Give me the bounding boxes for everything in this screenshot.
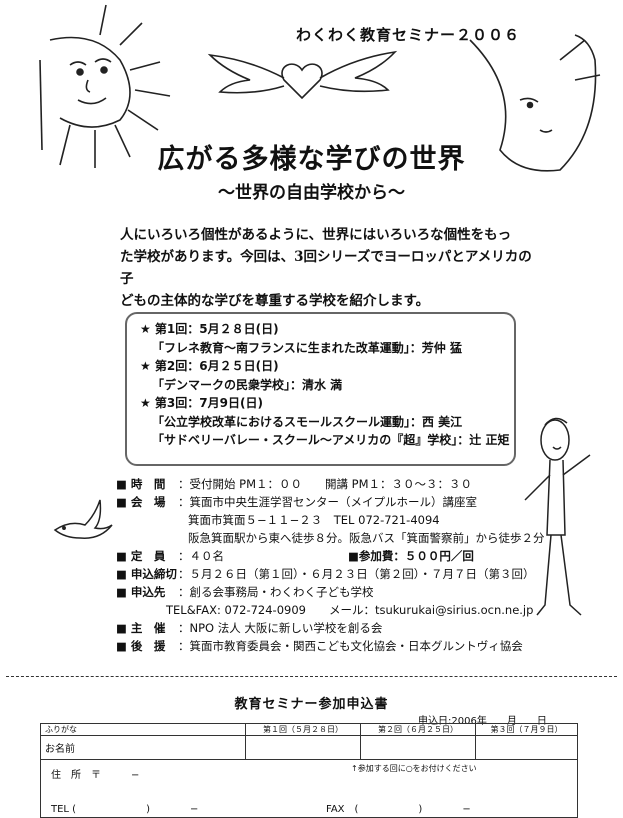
program-box: [125, 312, 516, 466]
address-field[interactable]: 住 所 〒 −: [51, 770, 140, 781]
winged-heart-icon: [207, 50, 398, 100]
session-note: ↑参加する回に○をお付けください: [351, 764, 477, 773]
session-3-check[interactable]: [475, 735, 578, 760]
deadline-label: ■ 申込締切: [116, 567, 177, 581]
apply-label: ■ 申込先: [116, 585, 166, 599]
time-value: ：受付開始 PM１：００ 開講 PM１：３０〜３：３０: [178, 477, 473, 491]
tel-field[interactable]: TEL ( ) −: [51, 804, 199, 815]
event-info: ■ 時 間 ：受付開始 PM１：００ 開講 PM１：３０〜３：３０ ■ 会 場 ：箕…: [116, 475, 545, 655]
session-3-topic-2: 「サドベリーバレー・スクール〜アメリカの『超』学校」：辻 正矩: [152, 433, 510, 447]
session-1-check[interactable]: [245, 735, 361, 760]
session-2-check[interactable]: [360, 735, 476, 760]
capacity-label: ■ 定 員: [116, 549, 166, 563]
session-1-date: ★ 第1回：5月２８日(日): [140, 322, 279, 336]
deadline-value: ：５月２６日（第１回）・６月２３日（第２回）・７月７日（第３回）: [178, 567, 535, 581]
contact-info: TEL&FAX: 072-724-0909 メール：tsukurukai@sir…: [166, 603, 534, 617]
session-3-date: ★ 第3回：7月9日(日): [140, 396, 263, 410]
cut-line: [6, 676, 617, 677]
apply-value: ：創る会事務局・わくわく子ども学校: [178, 585, 374, 599]
venue-access: 阪急箕面駅から東へ徒歩８分。阪急バス「箕面警察前」から徒歩２分: [188, 531, 545, 545]
capacity-value: ：４０名: [178, 549, 224, 563]
intro-text: 人にいろいろ個性があるように、世界にはいろいろな個性をもっ た学校があります。今…: [120, 224, 540, 312]
fax-field[interactable]: FAX ( ) −: [326, 804, 471, 815]
venue-label: ■ 会 場: [116, 495, 166, 509]
session-2-header: 第２回（６月２５日）: [360, 723, 476, 736]
furigana-label: ふりがな: [40, 723, 246, 736]
form-title: 教育セミナー参加申込書: [234, 697, 389, 712]
program-list: ★ 第1回：5月２８日(日) 「フレネ教育〜南フランスに生まれた改革運動」：芳仲…: [140, 320, 509, 450]
fee-value: ■参加費：５００円／回: [348, 549, 474, 563]
intro-line: 人にいろいろ個性があるように、世界にはいろいろな個性をもっ: [120, 227, 512, 243]
time-label: ■ 時 間: [116, 477, 166, 491]
venue-address: 箕面市箕面５−１１−２３ TEL 072-721-4094: [188, 513, 440, 527]
session-2-topic: 「デンマークの民衆学校」：清水 満: [152, 377, 343, 392]
support-value: ：箕面市教育委員会・関西こども文化協会・日本グルントヴィ協会: [178, 639, 523, 653]
contact-fields[interactable]: 住 所 〒 − ↑参加する回に○をお付けください TEL ( ) − FAX (…: [40, 759, 578, 818]
header-illustration: [39, 4, 601, 172]
host-label: ■ 主 催: [116, 621, 166, 635]
intro-line: た学校があります。今回は、3回シリーズでヨーロッパとアメリカの子: [120, 249, 532, 287]
series-title: わくわく教育セミナー２００６: [296, 26, 521, 44]
page-title: 広がる多様な学びの世界: [157, 144, 466, 175]
application-form: ふりがな 第１回（５月２８日） 第２回（６月２５日） 第３回（７月９日） お名前…: [40, 723, 578, 818]
host-value: ：NPO 法人 大阪に新しい学校を創る会: [178, 621, 383, 635]
lecturer-illustration: [524, 417, 591, 616]
intro-line: どもの主体的な学びを尊重する学校を紹介します。: [120, 293, 430, 309]
session-1-header: 第１回（５月２８日）: [245, 723, 361, 736]
moon-icon: [469, 34, 601, 172]
page-subtitle: 〜世界の自由学校から〜: [218, 183, 405, 203]
session-3-topic-1: 「公立学校改革におけるスモールスクール運動」：西 美江: [152, 414, 463, 429]
venue-value: ：箕面市中央生涯学習センター（メイプルホール）講座室: [178, 495, 477, 509]
name-field[interactable]: お名前: [40, 735, 246, 760]
support-label: ■ 後 援: [116, 639, 166, 653]
session-3-header: 第３回（７月９日）: [475, 723, 578, 736]
sun-icon: [39, 4, 171, 168]
session-2-date: ★ 第2回：6月２５日(日): [140, 359, 279, 373]
session-1-topic: 「フレネ教育〜南フランスに生まれた改革運動」：芳仲 猛: [152, 340, 462, 355]
bird-icon: [53, 499, 113, 539]
apply-date: 申込日:2006年 月 日: [418, 716, 547, 727]
